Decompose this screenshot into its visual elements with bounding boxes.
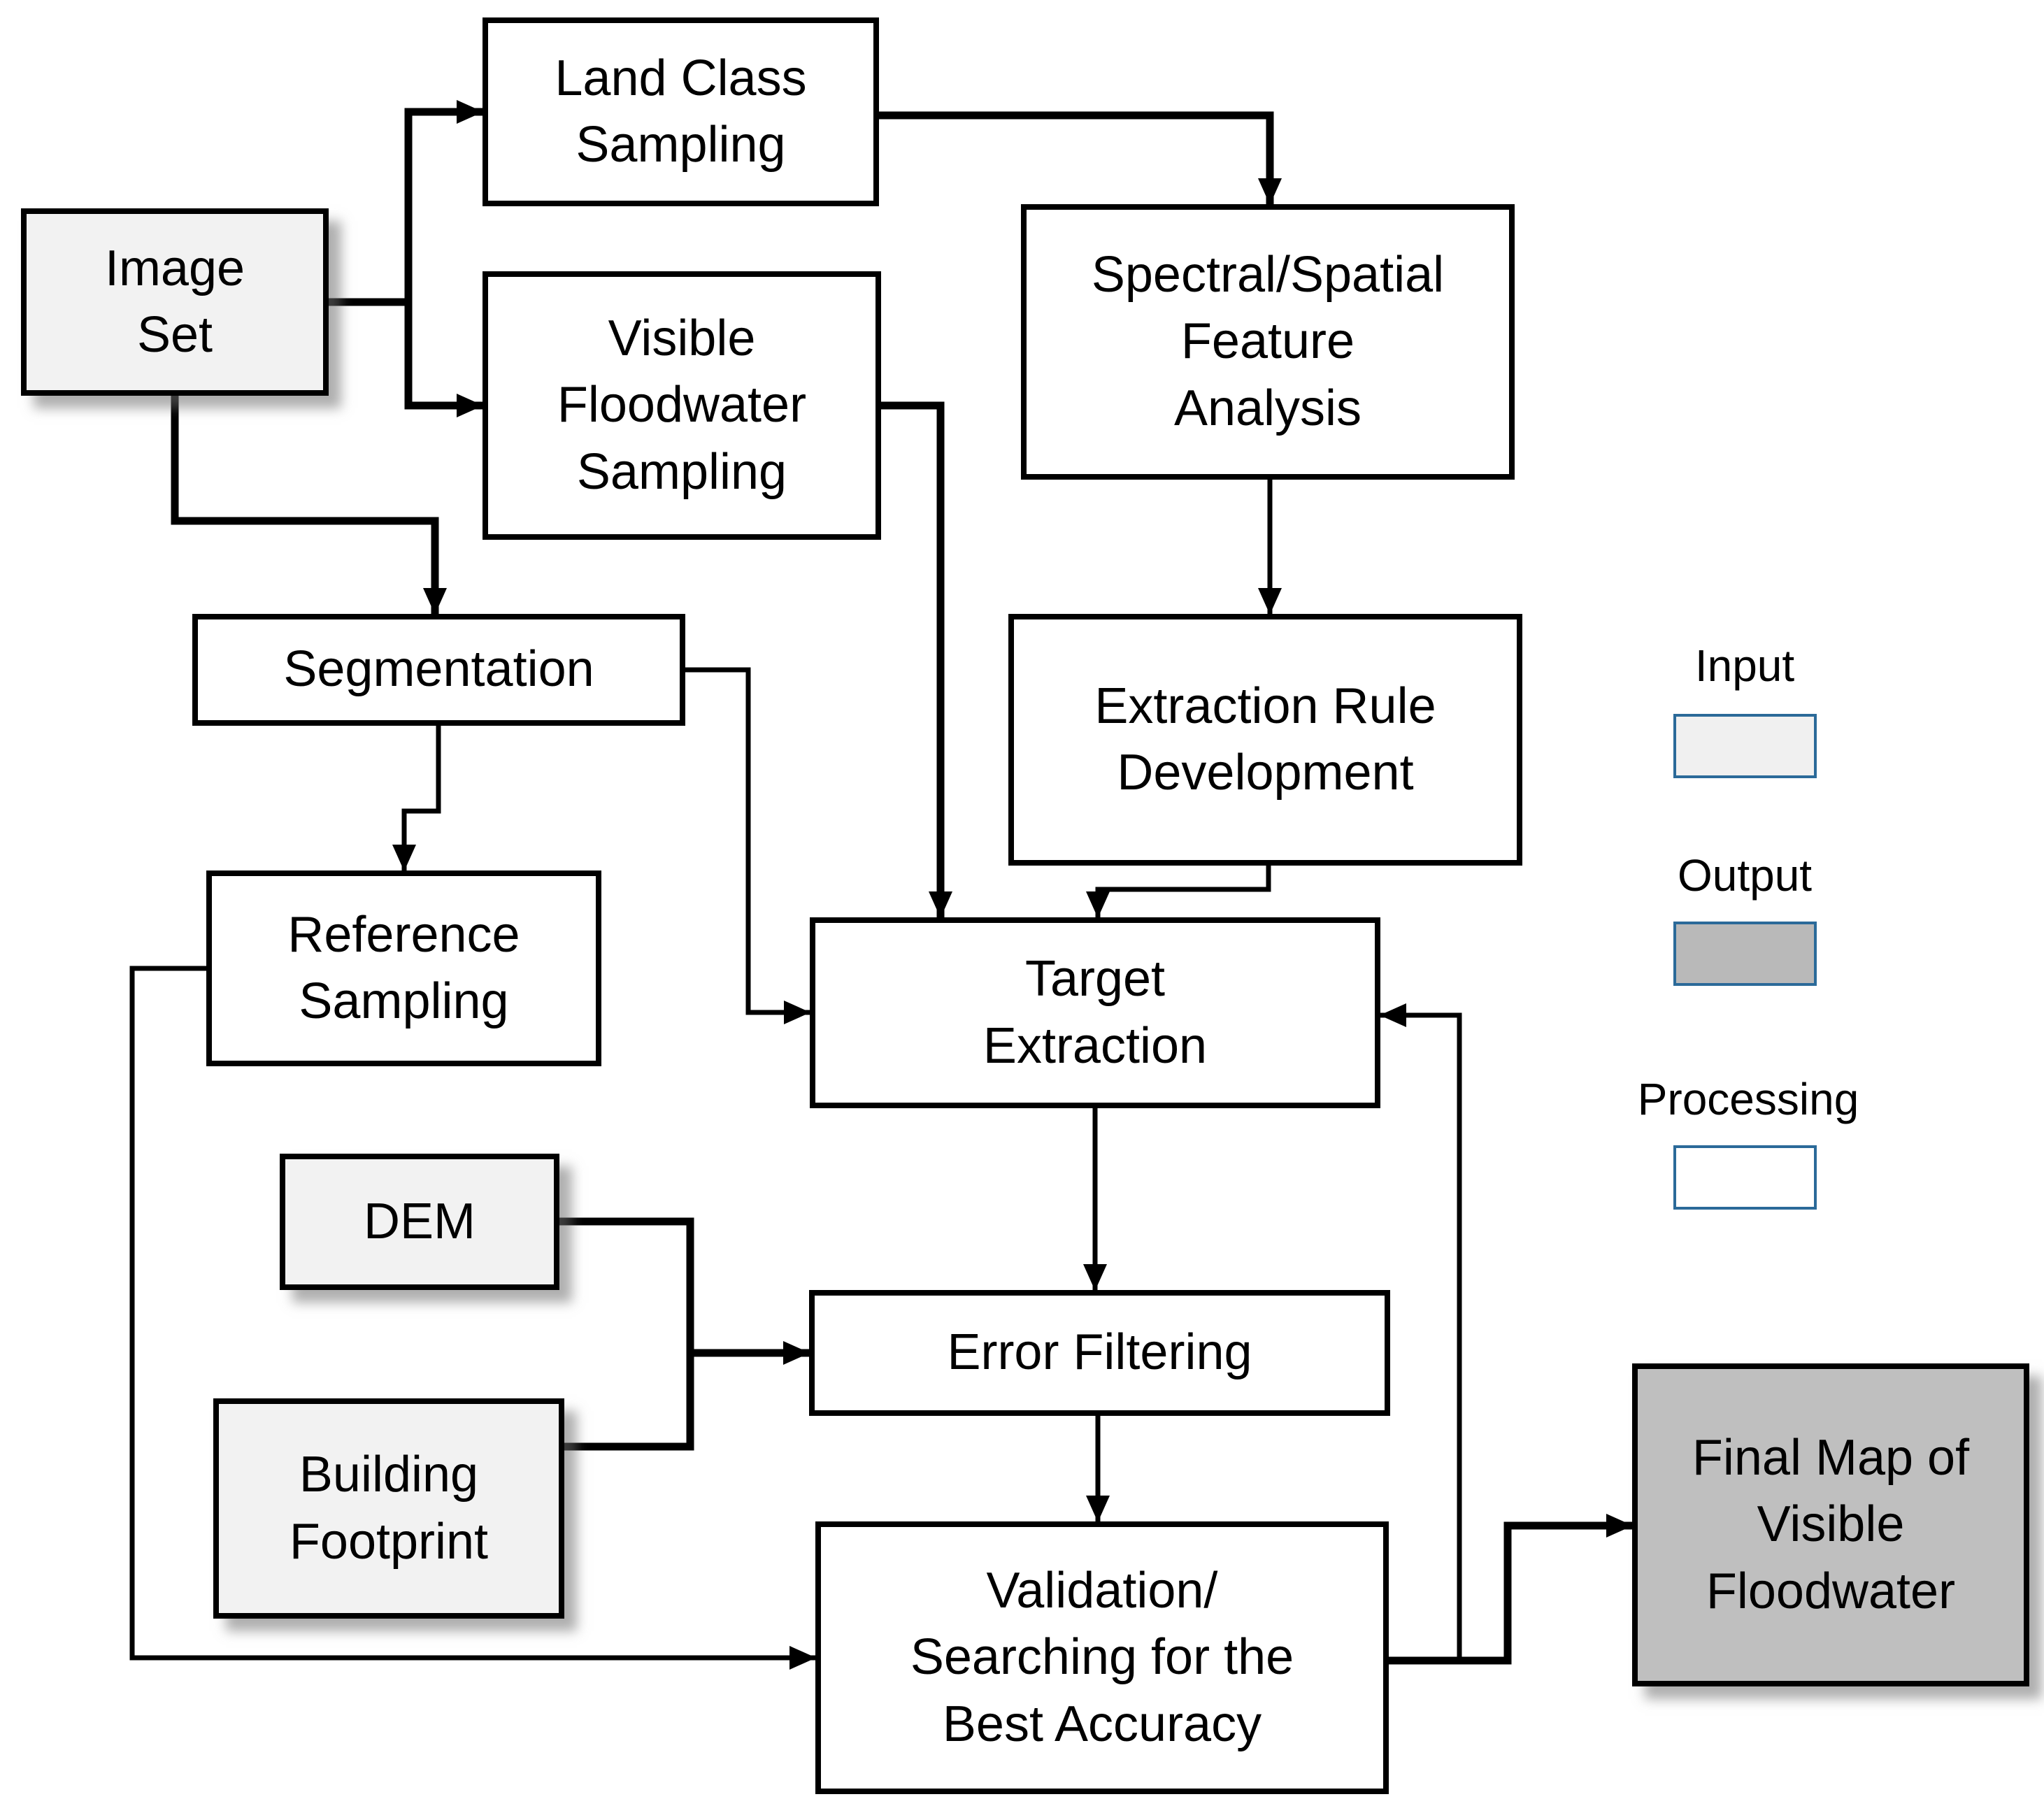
node-image-set: Image Set (21, 208, 329, 396)
connector-visibleflood-target (881, 401, 952, 918)
connector-validation-finalmap (1389, 1514, 1633, 1665)
connector-dem-building-merge (559, 1217, 694, 1451)
connector-extractionrule-target (1086, 866, 1271, 918)
node-extraction-rule-development: Extraction Rule Development (1008, 614, 1522, 866)
node-visible-floodwater-sampling: Visible Floodwater Sampling (483, 271, 881, 540)
node-land-class-sampling: Land Class Sampling (483, 17, 879, 206)
legend-input-label: Input (1694, 640, 1795, 691)
legend-output-label: Output (1677, 850, 1813, 901)
connector-segmentation-target (685, 667, 810, 1024)
connector-validation-target-feedback (1380, 1003, 1462, 1661)
node-target-extraction: Target Extraction (810, 917, 1380, 1108)
node-error-filtering: Error Filtering (809, 1290, 1390, 1416)
connector-landclass-spectral (879, 111, 1282, 205)
node-dem: DEM (280, 1154, 559, 1290)
legend-output-swatch (1673, 922, 1817, 986)
connector-imageset-segmentation (171, 396, 447, 615)
connector-reference-validation (129, 966, 816, 1670)
node-reference-sampling: Reference Sampling (206, 870, 601, 1066)
legend-input-swatch (1673, 714, 1817, 778)
legend-processing-swatch (1673, 1145, 1817, 1210)
legend-processing-label: Processing (1637, 1074, 1859, 1124)
node-validation-best-accuracy: Validation/ Searching for the Best Accur… (815, 1521, 1389, 1794)
node-segmentation: Segmentation (192, 614, 685, 726)
node-spectral-spatial-feature-analysis: Spectral/Spatial Feature Analysis (1021, 204, 1515, 480)
node-final-map-visible-floodwater: Final Map of Visible Floodwater (1632, 1363, 2029, 1686)
connector-segmentation-reference (392, 726, 441, 871)
connector-imageset-visibleflood (404, 302, 483, 417)
node-building-footprint: Building Footprint (213, 1398, 564, 1619)
connector-imageset-landclass (329, 100, 483, 306)
